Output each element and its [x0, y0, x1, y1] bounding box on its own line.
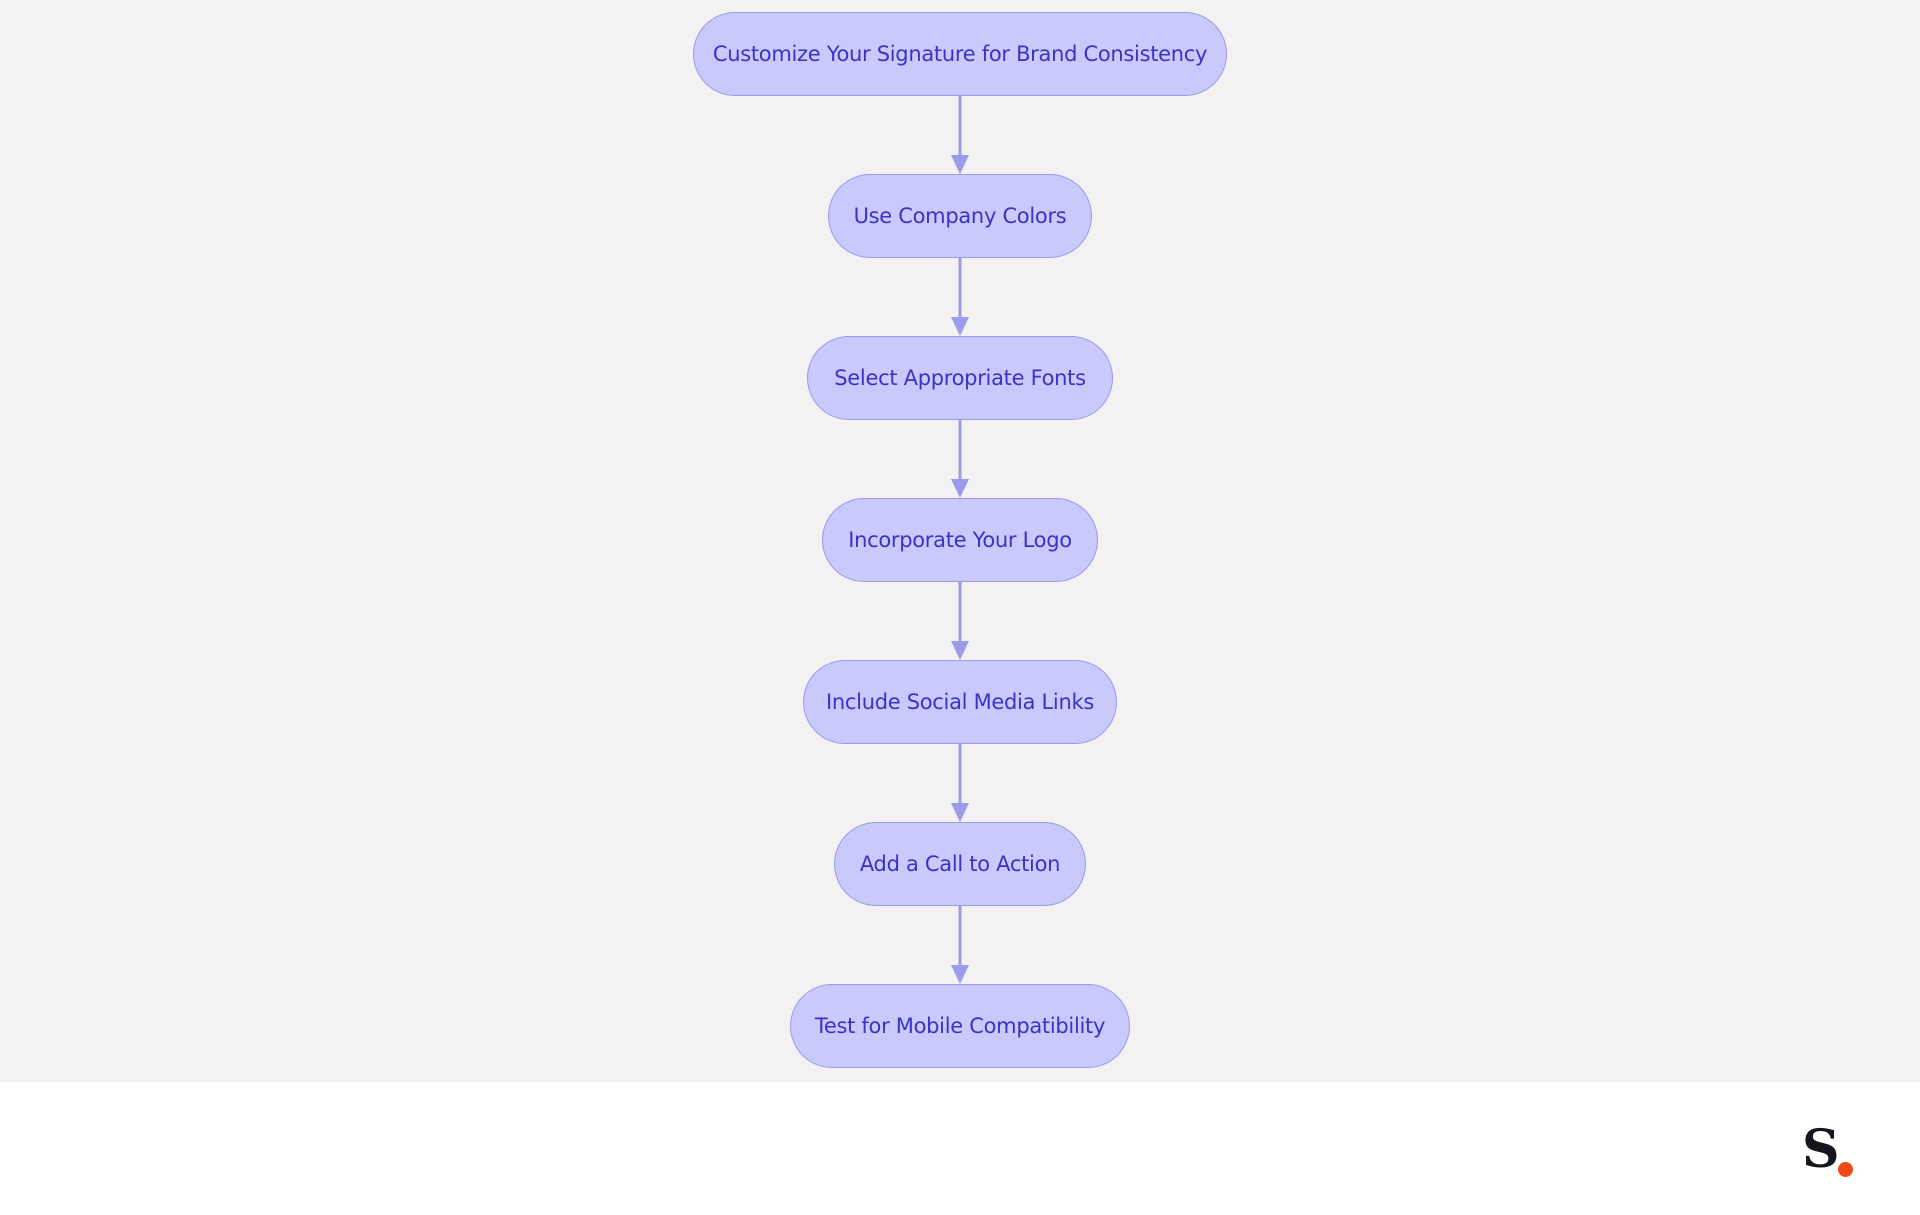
flow-arrowhead	[951, 803, 969, 822]
flow-arrowhead	[951, 317, 969, 336]
flow-arrowhead	[951, 965, 969, 984]
flow-arrowhead	[951, 641, 969, 660]
flow-node: Include Social Media Links	[803, 660, 1117, 744]
flowchart-edges	[951, 96, 969, 984]
logo-dot	[1838, 1162, 1853, 1177]
flow-node: Customize Your Signature for Brand Consi…	[693, 12, 1227, 96]
flow-node: Test for Mobile Compatibility	[790, 984, 1130, 1068]
flow-arrowhead	[951, 155, 969, 174]
flow-node: Add a Call to Action	[834, 822, 1086, 906]
flowchart-canvas: Customize Your Signature for Brand Consi…	[0, 0, 1920, 1082]
flow-node: Incorporate Your Logo	[822, 498, 1098, 582]
brand-s-logo-icon: S	[1802, 1124, 1862, 1180]
flow-node: Use Company Colors	[828, 174, 1092, 258]
flow-node: Select Appropriate Fonts	[807, 336, 1113, 420]
flow-arrowhead	[951, 479, 969, 498]
logo-letter: S	[1802, 1119, 1840, 1180]
